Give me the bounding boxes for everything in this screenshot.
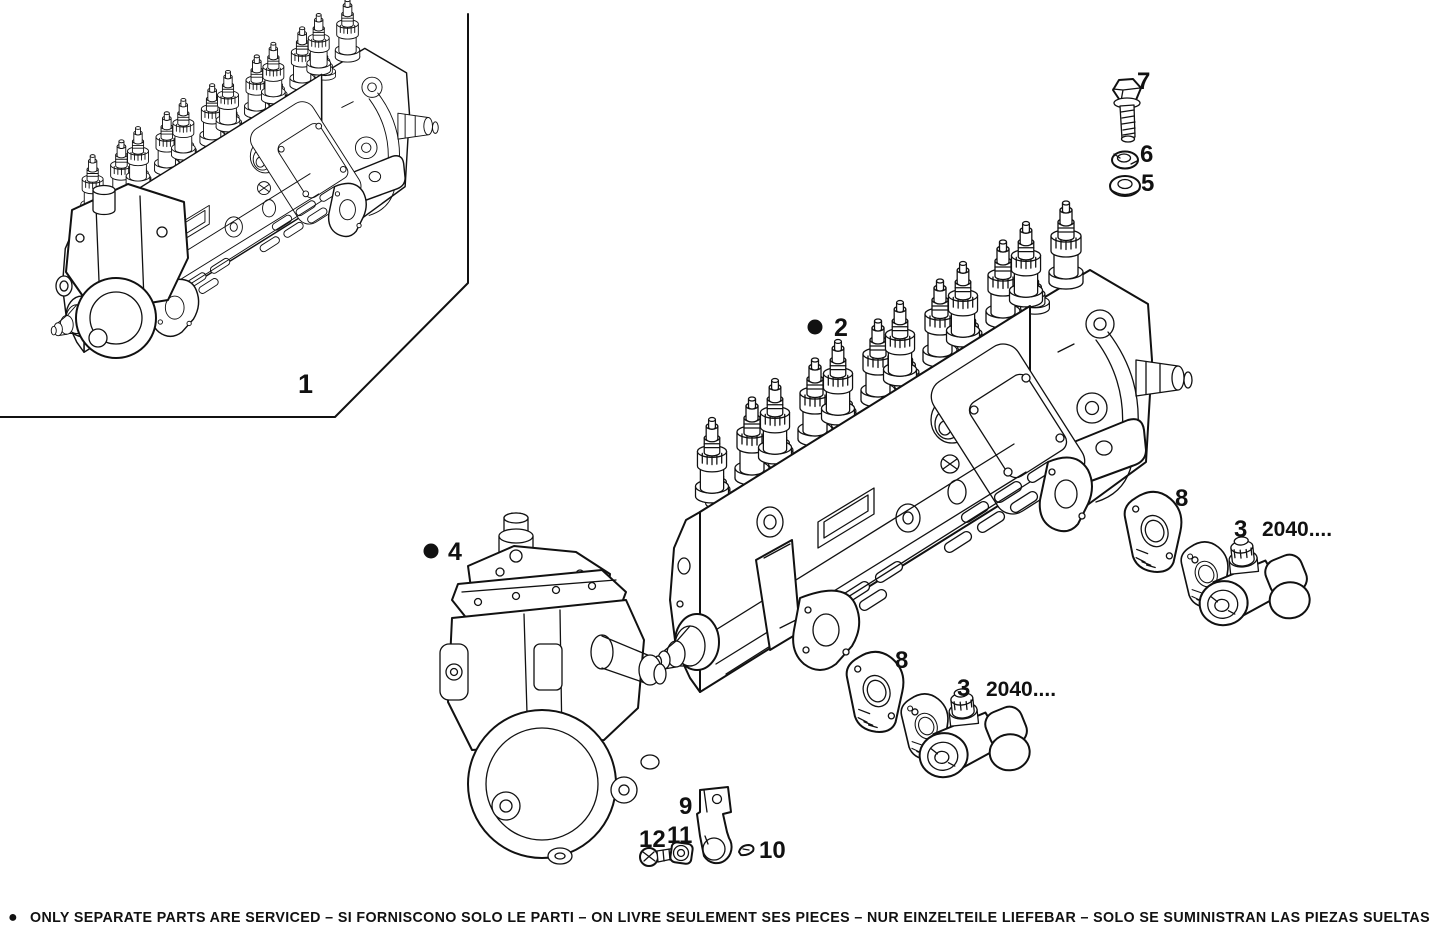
callout-10: 10 xyxy=(759,837,786,864)
bullet-marker-4 xyxy=(423,543,439,559)
callout-8-mid: 8 xyxy=(895,647,908,674)
bullet-marker-2 xyxy=(807,319,823,335)
footer-note: ● ONLY SEPARATE PARTS ARE SERVICED – SI … xyxy=(8,909,1430,926)
valve-3-right-drawing xyxy=(1178,529,1314,629)
bolt-7-drawing xyxy=(1112,78,1142,143)
nut-11-drawing xyxy=(669,841,694,865)
callout-6: 6 xyxy=(1140,141,1153,168)
pump-2-drawing xyxy=(655,201,1193,692)
bracket-9-drawing xyxy=(696,786,733,865)
callout-3-mid: 3 xyxy=(957,675,970,702)
callout-5: 5 xyxy=(1141,170,1154,197)
callout-3-right-ref: 2040.... xyxy=(1262,518,1332,541)
callout-7: 7 xyxy=(1137,68,1150,95)
footer-label: ONLY SEPARATE PARTS ARE SERVICED – SI FO… xyxy=(30,909,1430,926)
clip-10-drawing xyxy=(738,844,755,857)
pump-assembly-1-drawing xyxy=(51,0,438,359)
callout-1: 1 xyxy=(298,369,313,399)
callout-12: 12 xyxy=(639,826,666,853)
callout-11: 11 xyxy=(667,822,692,849)
governor-4-drawing xyxy=(439,512,667,865)
callout-8-right: 8 xyxy=(1175,485,1188,512)
callout-3-mid-ref: 2040.... xyxy=(986,678,1056,701)
callout-2: 2 xyxy=(834,314,848,342)
washer-6-drawing xyxy=(1111,150,1139,170)
callout-9: 9 xyxy=(679,793,692,820)
callout-3-right: 3 xyxy=(1234,516,1247,543)
callout-4: 4 xyxy=(448,538,462,566)
washer-5-drawing xyxy=(1109,175,1141,197)
footer-bullet-icon: ● xyxy=(8,909,18,926)
region-1-border xyxy=(0,13,469,418)
assembly-1-governor xyxy=(55,183,189,359)
